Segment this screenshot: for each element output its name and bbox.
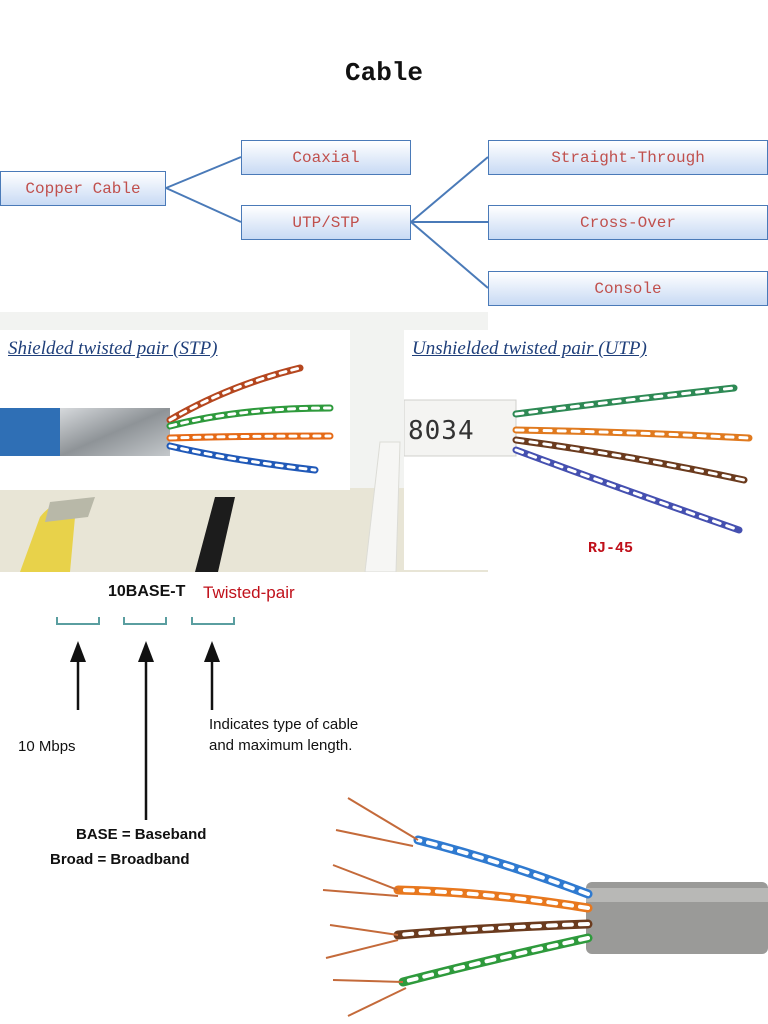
utp-caption: Unshielded twisted pair (UTP) [412,338,647,359]
stp-caption: Shielded twisted pair (STP) [8,338,218,359]
node-utp-stp: UTP/STP [241,205,411,240]
node-coaxial: Coaxial [241,140,411,175]
naming-type-label: Twisted-pair [203,583,295,602]
tree-connectors [165,156,489,289]
node-straight-through: Straight-Through [488,140,768,175]
node-console: Console [488,271,768,306]
utp-jacket-text: 8034 [408,416,475,446]
utp-cable-drawing [404,384,753,534]
stp-cable-drawing [0,364,334,474]
cable-note-line1: Indicates type of cable [209,716,359,733]
naming-code: 10BASE-T [108,583,186,600]
page-title: Cable [344,58,423,88]
utp-photo: 8034 [404,330,768,570]
stp-photo [0,330,350,490]
speed-note: 10 Mbps [18,738,76,755]
cable-note-line2: and maximum length. [209,737,353,754]
twisted-pair-drawing [322,797,768,1017]
twisted-pair-photo [318,790,768,1024]
broad-note: Broad = Broadband [50,851,190,868]
base-note: BASE = Baseband [76,826,207,843]
node-cross-over: Cross-Over [488,205,768,240]
rj45-label: RJ-45 [588,540,634,557]
node-copper-cable: Copper Cable [0,171,166,206]
